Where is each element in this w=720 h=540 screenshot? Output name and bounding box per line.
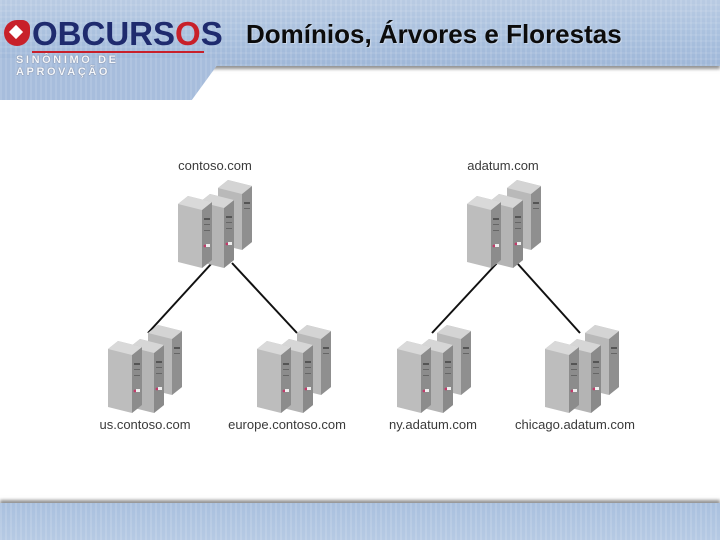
domain-forest-diagram: contoso.com adatum.com us.contoso.com eu… [90, 145, 647, 440]
server-cluster-icon [397, 325, 471, 413]
logo-text: OBCURSOS [32, 15, 223, 52]
server-cluster-icon [467, 180, 541, 268]
logo-emblem-icon [4, 20, 30, 46]
server-cluster-icon [545, 325, 619, 413]
node-label-us-contoso: us.contoso.com [99, 417, 191, 432]
page-title: Domínios, Árvores e Florestas [246, 19, 622, 49]
server-cluster-icon [257, 325, 331, 413]
header-band [0, 0, 720, 66]
node-label-adatum: adatum.com [467, 158, 539, 173]
logo-underline [32, 51, 204, 53]
connection-lines [147, 262, 581, 334]
node-label-ny-adatum: ny.adatum.com [389, 417, 477, 432]
header-tab [0, 60, 218, 100]
server-cluster-icon [108, 325, 182, 413]
node-label-chicago-adatum: chicago.adatum.com [515, 417, 635, 432]
footer-band [0, 503, 720, 540]
logo-tagline: SINÔNIMO DE APROVAÇÃO [16, 54, 119, 78]
node-label-contoso: contoso.com [178, 158, 252, 173]
node-label-europe-contoso: europe.contoso.com [228, 417, 346, 432]
server-cluster-icon [178, 180, 252, 268]
logo: OBCURSOS SINÔNIMO DE APROVAÇÃO [2, 16, 223, 78]
